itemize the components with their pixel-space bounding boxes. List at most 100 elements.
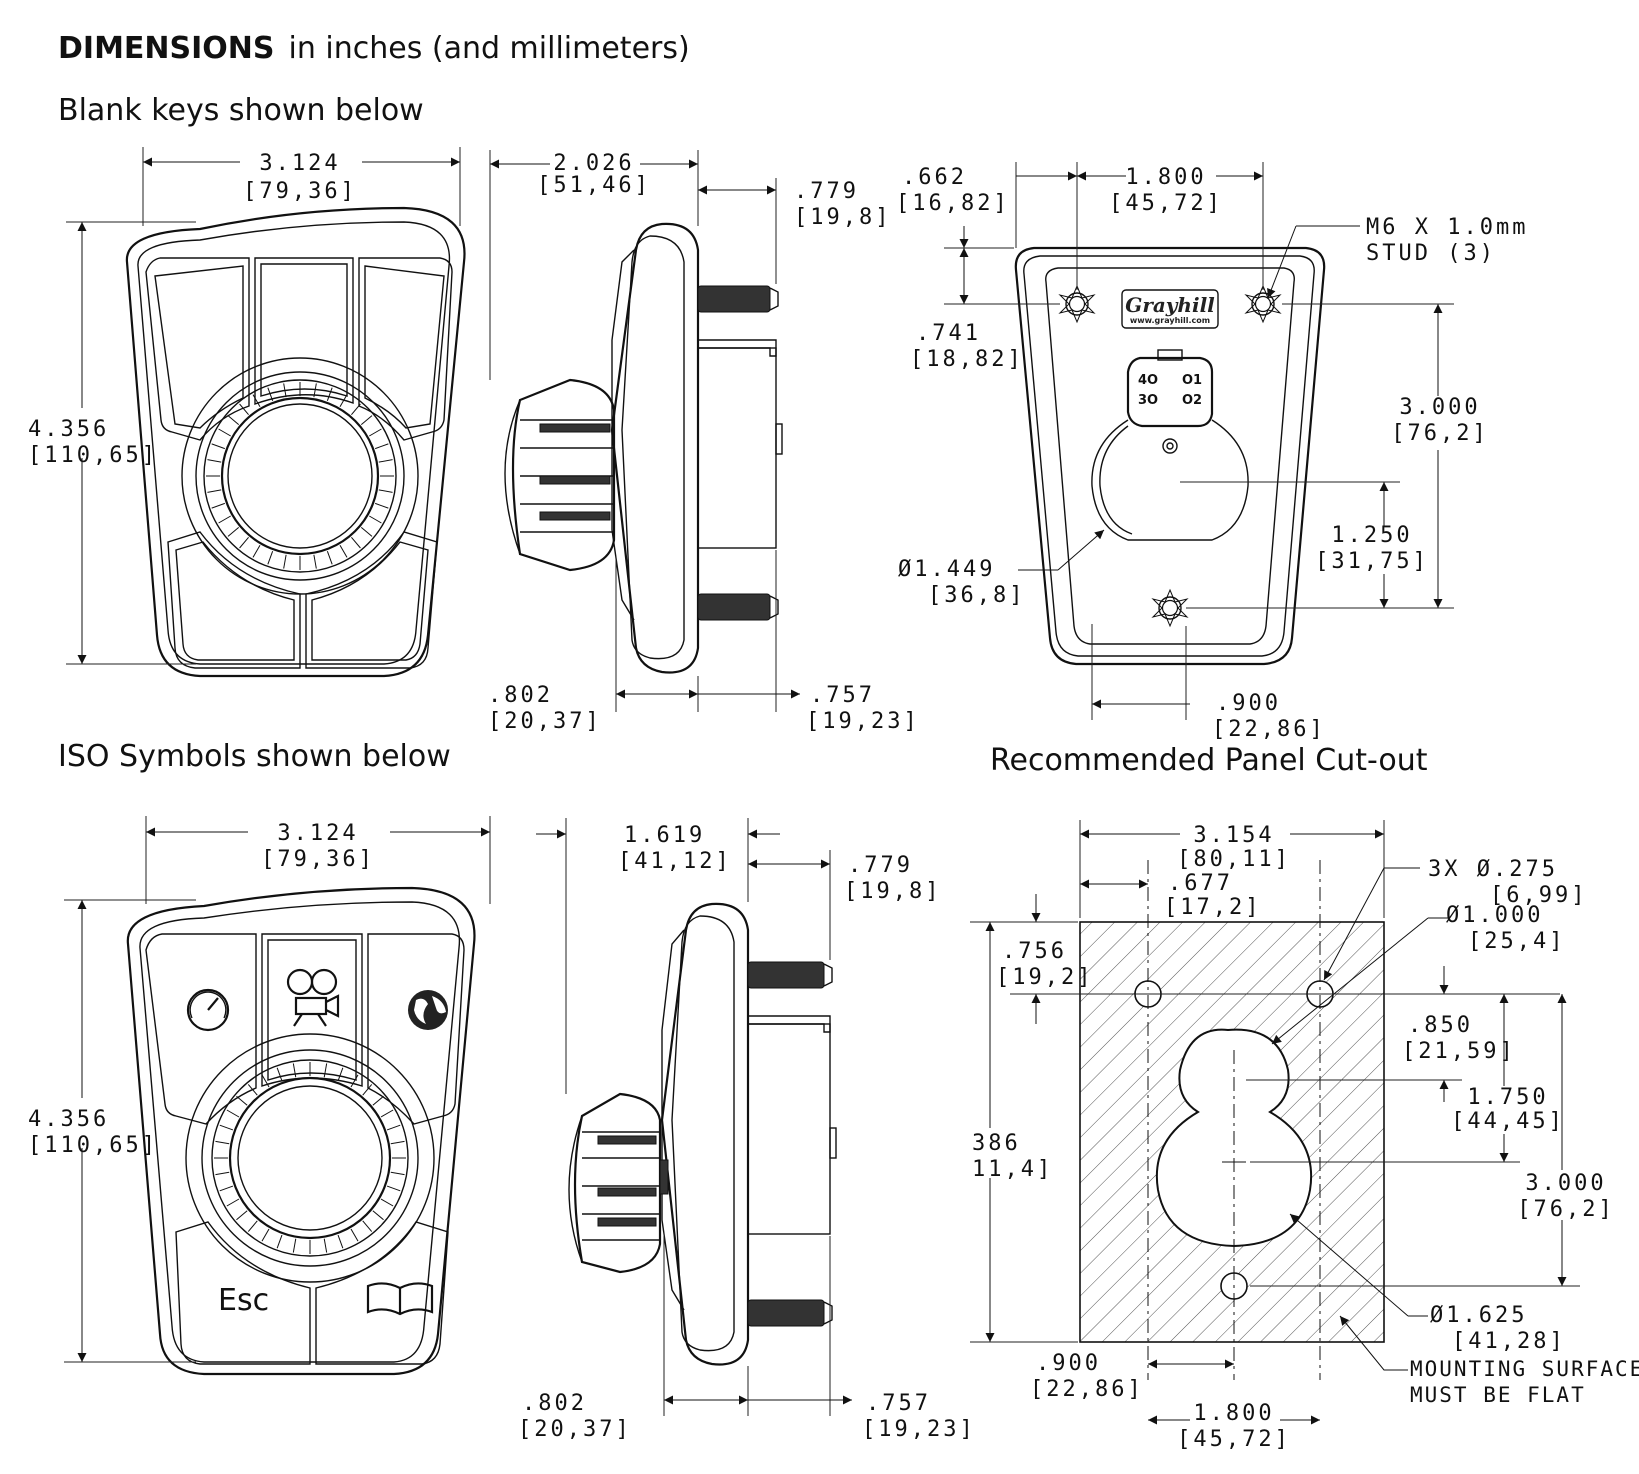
large-dia-in: Ø1.625 xyxy=(1430,1303,1527,1328)
knob-ridge xyxy=(292,1238,297,1253)
blank-stud-mm: [19,8] xyxy=(794,205,891,230)
knob-ridge xyxy=(239,536,249,549)
rear-dia-mm: [36,8] xyxy=(928,583,1025,608)
stud-note-1: M6 X 1.0mm xyxy=(1366,215,1528,240)
small-dia-mm: [25,4] xyxy=(1468,929,1565,954)
blank-width-in: 3.124 xyxy=(259,151,340,176)
cutout-span-mm: [45,72] xyxy=(1177,1427,1291,1452)
rear-top-mm: [18,82] xyxy=(910,347,1024,372)
rear-vert-in: 3.000 xyxy=(1399,395,1480,420)
knob-ridge xyxy=(247,1084,258,1096)
knob-ridge xyxy=(339,545,348,558)
cutout-total-mm: [76,2] xyxy=(1517,1197,1614,1222)
knob-ridge xyxy=(252,394,261,407)
knob-ridge xyxy=(350,1228,359,1242)
knob-ridge xyxy=(252,545,261,558)
holes-mm: [6,99] xyxy=(1490,883,1587,908)
blank-side-view: 2.026 [51,46] .779 [19,8] .802 [20,37] .… xyxy=(488,150,917,734)
knob-ridge xyxy=(380,1109,394,1118)
knob-ridge xyxy=(313,554,317,569)
knob-ridge xyxy=(226,1109,240,1118)
iso-depth-mm: [41,12] xyxy=(618,849,732,874)
rear-view: Grayhill www.grayhill.com 4O O1 3O O2 .6… xyxy=(896,162,1528,742)
knob-ridge xyxy=(386,1124,401,1131)
cutout-width-mm: [80,11] xyxy=(1177,847,1291,872)
pin-1: O1 xyxy=(1182,373,1202,388)
knob-ridge xyxy=(326,551,333,565)
cutout-upper-mm: [21,59] xyxy=(1402,1039,1516,1064)
knob-ridge xyxy=(390,1171,405,1176)
knob-ridge xyxy=(360,415,373,425)
title-rest: in inches (and millimeters) xyxy=(289,31,690,66)
knob-ridge xyxy=(326,387,333,401)
pin-4: 4O xyxy=(1138,373,1158,388)
knob-ridge xyxy=(218,428,231,437)
knob-ridge xyxy=(350,1074,359,1088)
brand-logo: Grayhill xyxy=(1125,293,1215,317)
surface-note-1: MOUNTING SURFACE xyxy=(1410,1357,1639,1381)
section-panel-cutout: Recommended Panel Cut-out xyxy=(990,743,1428,778)
knob-ridge xyxy=(261,1228,270,1242)
surface-note-2: MUST BE FLAT xyxy=(1410,1383,1586,1407)
rear-bottom-in: .900 xyxy=(1216,691,1281,716)
knob-ridge xyxy=(390,1140,405,1145)
knob-ridge xyxy=(236,1095,248,1106)
rear-lower-in: 1.250 xyxy=(1331,523,1412,548)
holes-note: 3X Ø.275 xyxy=(1428,857,1558,882)
rear-span-mm: [45,72] xyxy=(1109,191,1223,216)
blank-depth-in: 2.026 xyxy=(553,151,634,176)
knob-ridge xyxy=(247,1220,258,1232)
knob-ridge xyxy=(218,515,231,524)
cutout-span-in: 1.800 xyxy=(1193,1401,1274,1426)
knob-ridge xyxy=(362,1220,373,1232)
cutout-mid-in: 1.750 xyxy=(1467,1085,1548,1110)
knob-ridge xyxy=(261,1074,270,1088)
iso-body-mm: [19,23] xyxy=(862,1417,976,1442)
small-dia-in: Ø1.000 xyxy=(1446,903,1543,928)
rear-edge-mm: [16,82] xyxy=(896,191,1010,216)
large-dia-mm: [41,28] xyxy=(1452,1329,1566,1354)
rear-edge-in: .662 xyxy=(902,165,967,190)
cutout-left-mm: [22,86] xyxy=(1030,1377,1144,1402)
knob-ridge xyxy=(351,536,361,549)
iso-width-mm: [79,36] xyxy=(261,847,375,872)
knob-ridge xyxy=(323,1238,328,1253)
pin-2: O2 xyxy=(1182,393,1202,408)
esc-key-label: Esc xyxy=(218,1283,269,1318)
knob-ridge xyxy=(372,1095,384,1106)
knob-ridge xyxy=(380,1198,394,1207)
panel-cutout-view: 3.154 [80,11] .677 [17,2] 3X Ø.275 [6,99… xyxy=(970,820,1639,1452)
blank-front-view: 3.124 [79,36] 4.356 [110,65] xyxy=(28,147,466,678)
stud-note-2: STUD (3) xyxy=(1366,241,1496,266)
knob-ridge xyxy=(267,551,274,565)
globe-icon xyxy=(408,990,448,1030)
book-icon xyxy=(366,1282,434,1316)
cutout-height-in: 386 xyxy=(972,1131,1021,1156)
knob-ridge xyxy=(276,1234,283,1249)
knob-ridge xyxy=(351,403,361,416)
title-bold: DIMENSIONS xyxy=(58,31,275,66)
blank-height-mm: [110,65] xyxy=(28,443,158,468)
knob-ridge xyxy=(207,459,222,463)
cutout-top-in: .756 xyxy=(1002,939,1067,964)
knob-ridge xyxy=(236,1210,248,1221)
iso-stud-in: .779 xyxy=(848,853,913,878)
rear-bottom-mm: [22,86] xyxy=(1212,717,1326,742)
iso-depth-in: 1.619 xyxy=(624,823,705,848)
iso-side-view: 1.619 [41,12] .779 [19,8] .802 [20,37] .… xyxy=(518,818,976,1442)
knob-ridge xyxy=(378,459,393,463)
rear-dia-in: Ø1.449 xyxy=(898,557,995,582)
knob-ridge xyxy=(215,1171,230,1176)
gauge-icon xyxy=(186,988,230,1032)
cutout-total-in: 3.000 xyxy=(1525,1171,1606,1196)
rear-top-in: .741 xyxy=(916,321,981,346)
knob-ridge xyxy=(227,527,240,537)
knob-ridge xyxy=(369,428,382,437)
knob-ridge xyxy=(227,415,240,425)
camera-icon xyxy=(286,968,340,1027)
blank-width-mm: [79,36] xyxy=(243,179,357,204)
knob-ridge xyxy=(360,527,373,537)
rear-vert-mm: [76,2] xyxy=(1391,421,1488,446)
rear-lower-mm: [31,75] xyxy=(1315,549,1429,574)
cutout-width-in: 3.154 xyxy=(1193,823,1274,848)
